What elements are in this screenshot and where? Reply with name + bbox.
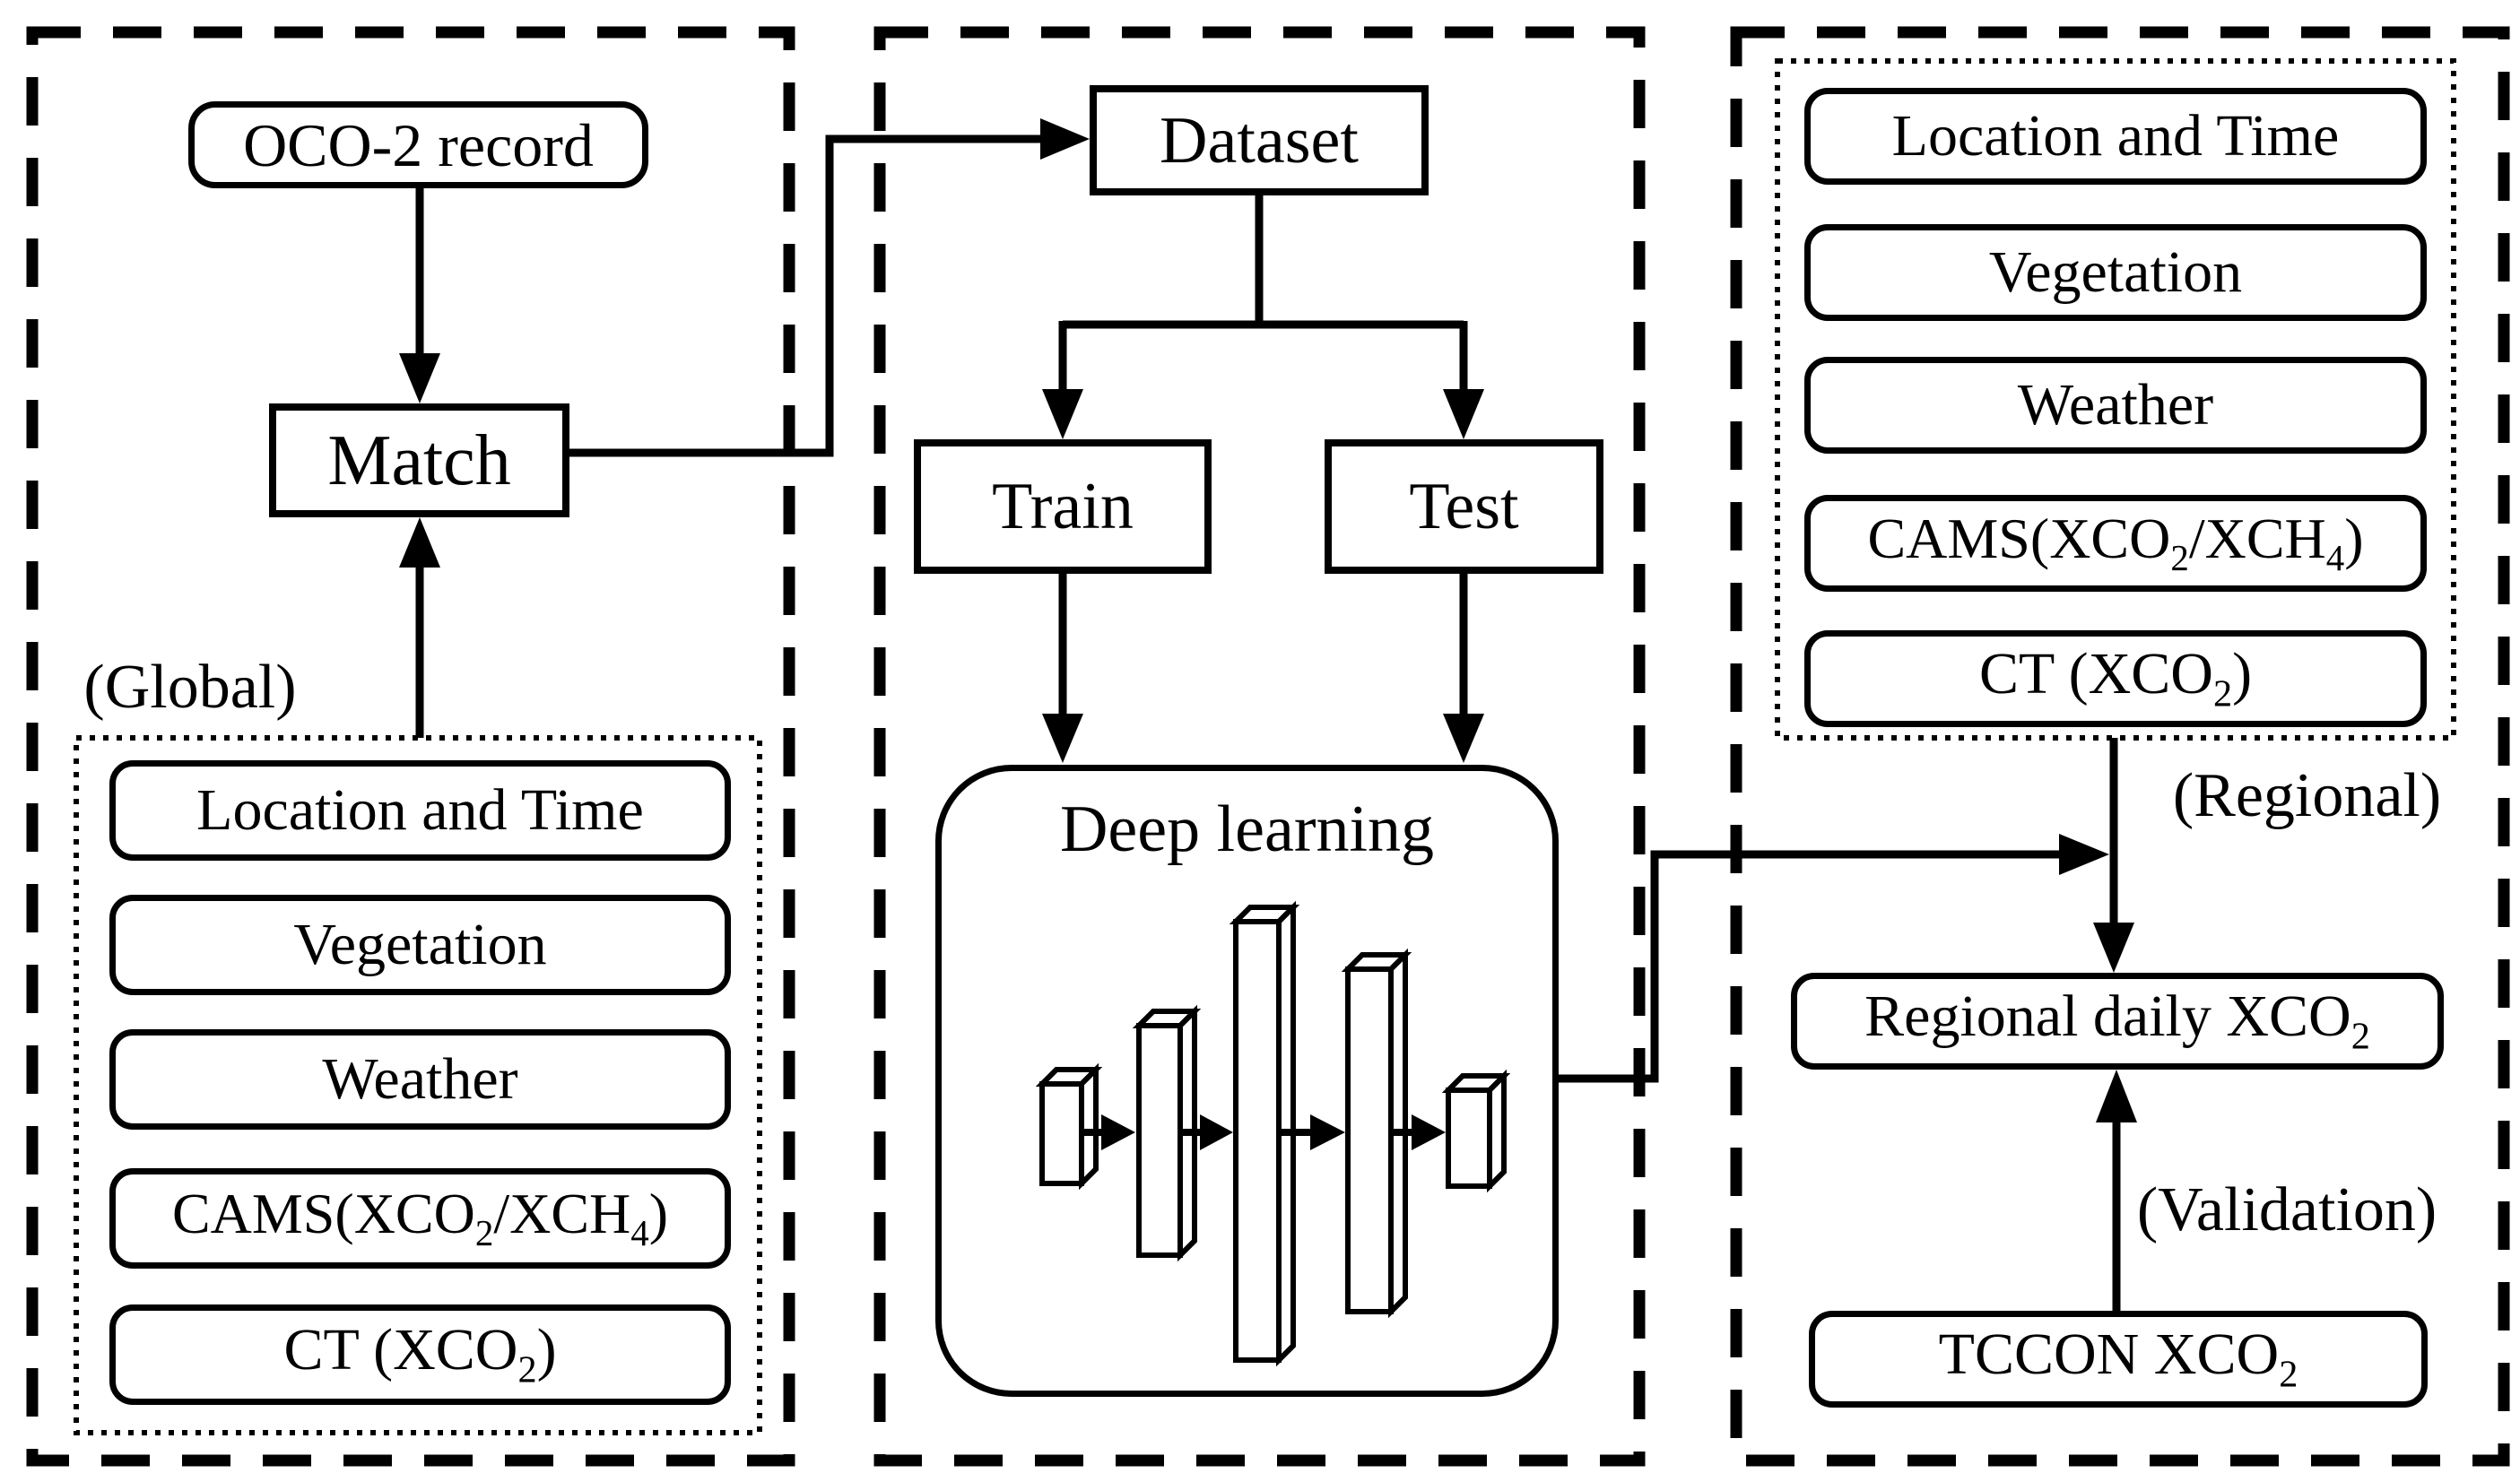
nn-layer-bar-2 <box>1132 1004 1202 1262</box>
regional-caption: (Regional) <box>2172 760 2442 830</box>
panel-model-border <box>873 26 1646 1467</box>
arrow-dataset-to-train <box>1042 321 1083 439</box>
panel-regional-border <box>1730 26 2510 1467</box>
global-input-weather-box: Weather <box>109 1029 731 1130</box>
validation-caption: (Validation) <box>2136 1175 2437 1244</box>
global-input-location-box: Location and Time <box>109 760 731 861</box>
global-input-vegetation-box: Vegetation <box>109 895 731 995</box>
dataset-box: Dataset <box>1090 85 1429 195</box>
arrow-deep-learning-to-regional <box>1559 834 2109 1083</box>
arrow-regional-inputs-to-regional-daily <box>2093 738 2134 973</box>
global-input-ct-box: CT (XCO2) <box>109 1304 731 1405</box>
arrow-oco2-to-match <box>399 188 440 403</box>
global-input-cams-box: CAMS(XCO2/XCH4) <box>109 1168 731 1269</box>
arrow-match-to-dataset <box>569 118 1090 457</box>
regional-input-vegetation-box: Vegetation <box>1804 224 2427 321</box>
oco2-record-label: OCO-2 record <box>243 110 594 179</box>
nn-layer-arrows <box>1083 1114 1446 1150</box>
test-box: Test <box>1325 439 1603 574</box>
regional-inputs-dotted-box <box>1775 58 2456 741</box>
regional-input-location-box: Location and Time <box>1804 88 2427 185</box>
regional-input-weather-box: Weather <box>1804 357 2427 454</box>
arrow-tccon-to-regional-daily <box>2096 1070 2137 1311</box>
nn-layer-bar-1 <box>1035 1062 1103 1191</box>
panel-global-border <box>26 26 795 1467</box>
tccon-xco2-box: TCCON XCO2 <box>1809 1311 2428 1408</box>
train-box: Train <box>914 439 1212 574</box>
arrow-global-inputs-to-match <box>399 517 440 738</box>
deep-learning-label: Deep learning <box>1059 793 1435 866</box>
match-label: Match <box>327 420 511 500</box>
connector-dataset-split <box>1063 195 1464 329</box>
regional-input-ct-box: CT (XCO2) <box>1804 630 2427 727</box>
regional-daily-xco2-box: Regional daily XCO2 <box>1791 973 2444 1070</box>
nn-layer-bar-5 <box>1441 1069 1511 1193</box>
regional-input-cams-box: CAMS(XCO2/XCH4) <box>1804 495 2427 592</box>
arrow-test-to-deep-learning <box>1443 574 1484 763</box>
arrow-train-to-deep-learning <box>1042 574 1083 763</box>
match-box: Match <box>269 403 569 517</box>
oco2-record-box: OCO-2 record <box>188 101 648 188</box>
nn-layer-bar-3 <box>1229 900 1300 1367</box>
global-caption: (Global) <box>83 653 297 722</box>
arrow-dataset-to-test <box>1443 321 1484 439</box>
